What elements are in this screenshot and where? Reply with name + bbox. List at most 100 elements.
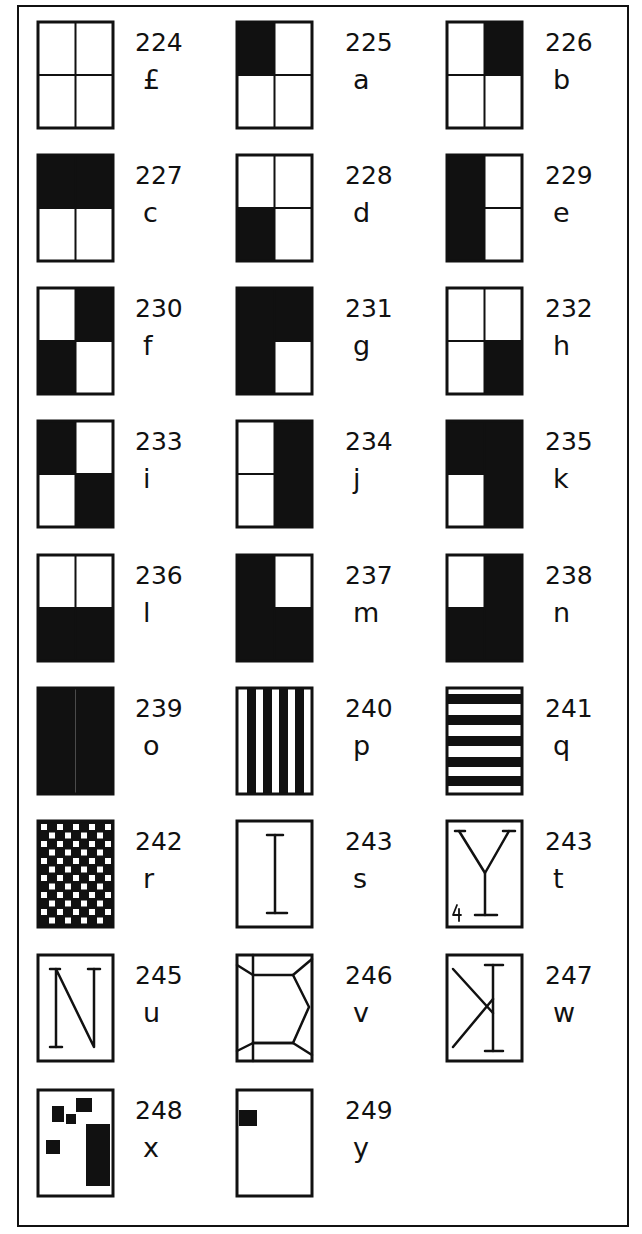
square-outline bbox=[38, 421, 113, 527]
checker-cell bbox=[49, 918, 55, 924]
pattern-letter: £ bbox=[143, 66, 160, 93]
checker-cell bbox=[49, 850, 55, 856]
square-ground bbox=[38, 555, 113, 661]
pattern-letter: k bbox=[553, 465, 569, 492]
pattern-square bbox=[447, 288, 522, 394]
checker-cell bbox=[73, 824, 79, 830]
pattern-number: 235 bbox=[545, 429, 593, 454]
pattern-square bbox=[237, 421, 312, 527]
quadrant-fill bbox=[447, 421, 485, 474]
square-outline bbox=[237, 955, 312, 1061]
quadrant-fill bbox=[76, 474, 114, 527]
checker-cell bbox=[81, 867, 87, 873]
square-outline bbox=[38, 955, 113, 1061]
pattern-number: 225 bbox=[345, 30, 393, 55]
pattern-letter: n bbox=[553, 599, 570, 626]
checker-cell bbox=[97, 918, 103, 924]
stripe bbox=[447, 757, 522, 767]
pattern-number: 237 bbox=[345, 563, 393, 588]
square-ground bbox=[237, 555, 312, 661]
square-ground bbox=[38, 1090, 113, 1196]
checker-cell bbox=[49, 901, 55, 907]
pattern-square bbox=[447, 688, 522, 794]
drawn-line bbox=[237, 207, 312, 209]
checker-cell bbox=[89, 841, 95, 847]
pattern-number: 241 bbox=[545, 696, 593, 721]
pattern-letter: h bbox=[553, 332, 570, 359]
drawn-line bbox=[503, 830, 515, 833]
pattern-square bbox=[38, 555, 113, 661]
checker-cell bbox=[49, 833, 55, 839]
drawn-line bbox=[453, 905, 461, 921]
checker-cell bbox=[73, 892, 79, 898]
pattern-number: 246 bbox=[345, 963, 393, 988]
pattern-number: 227 bbox=[135, 163, 183, 188]
stripe bbox=[447, 776, 522, 786]
quadrant-fill bbox=[76, 608, 114, 661]
pattern-number: 233 bbox=[135, 429, 183, 454]
drawn-line bbox=[485, 1050, 503, 1053]
square-outline bbox=[38, 821, 113, 927]
quadrant-fill bbox=[38, 421, 76, 474]
drawn-line bbox=[485, 964, 503, 967]
drawn-line bbox=[492, 965, 495, 1051]
square-ground bbox=[38, 288, 113, 394]
quadrant-fill bbox=[275, 288, 313, 341]
pattern-square bbox=[237, 955, 312, 1061]
pattern-number: 247 bbox=[545, 963, 593, 988]
pattern-number: 228 bbox=[345, 163, 393, 188]
pattern-square bbox=[237, 22, 312, 128]
quadrant-fill bbox=[38, 608, 76, 661]
drawn-line bbox=[447, 74, 522, 76]
pattern-number: 226 bbox=[545, 30, 593, 55]
stripe bbox=[263, 688, 272, 794]
quadrant-fill bbox=[447, 608, 485, 661]
checker-cell bbox=[41, 892, 47, 898]
quadrant-fill bbox=[447, 155, 485, 208]
square-outline bbox=[237, 155, 312, 261]
checker-cell bbox=[65, 850, 71, 856]
square-ground bbox=[447, 421, 522, 527]
drawn-line bbox=[237, 607, 312, 609]
square-ground bbox=[237, 421, 312, 527]
fill-block bbox=[86, 1124, 110, 1186]
drawn-line bbox=[293, 1043, 312, 1055]
square-ground bbox=[237, 821, 312, 927]
quadrant-fill bbox=[76, 155, 114, 208]
checker-cell bbox=[73, 841, 79, 847]
pattern-letter: t bbox=[553, 865, 564, 892]
pattern-letter: w bbox=[553, 999, 575, 1026]
drawn-line bbox=[475, 914, 497, 917]
square-ground bbox=[38, 955, 113, 1061]
checker-cell bbox=[49, 867, 55, 873]
stripe bbox=[279, 688, 288, 794]
checker-cell bbox=[105, 824, 111, 830]
square-outline bbox=[447, 155, 522, 261]
square-ground bbox=[447, 555, 522, 661]
square-ground bbox=[447, 688, 522, 794]
checker-cell bbox=[65, 901, 71, 907]
drawn-line bbox=[252, 955, 255, 1061]
checker-cell bbox=[97, 901, 103, 907]
pattern-letter: e bbox=[553, 199, 570, 226]
fill-block bbox=[239, 1110, 257, 1126]
drawn-line bbox=[237, 340, 312, 342]
stripe bbox=[447, 736, 522, 746]
pattern-number: 236 bbox=[135, 563, 183, 588]
drawn-line bbox=[38, 607, 113, 609]
pattern-letter: l bbox=[143, 599, 151, 626]
pattern-square bbox=[447, 155, 522, 261]
quadrant-fill bbox=[237, 608, 275, 661]
square-outline bbox=[447, 555, 522, 661]
quadrant-fill bbox=[38, 741, 76, 794]
drawn-line bbox=[38, 74, 113, 76]
checker-cell bbox=[89, 824, 95, 830]
pattern-letter: v bbox=[353, 999, 369, 1026]
drawn-line bbox=[455, 830, 465, 833]
quadrant-fill bbox=[485, 421, 523, 474]
pattern-letter: r bbox=[143, 865, 154, 892]
checker-cell bbox=[89, 858, 95, 864]
drawn-line bbox=[459, 831, 509, 873]
drawn-line bbox=[447, 607, 522, 609]
square-ground bbox=[237, 688, 312, 794]
